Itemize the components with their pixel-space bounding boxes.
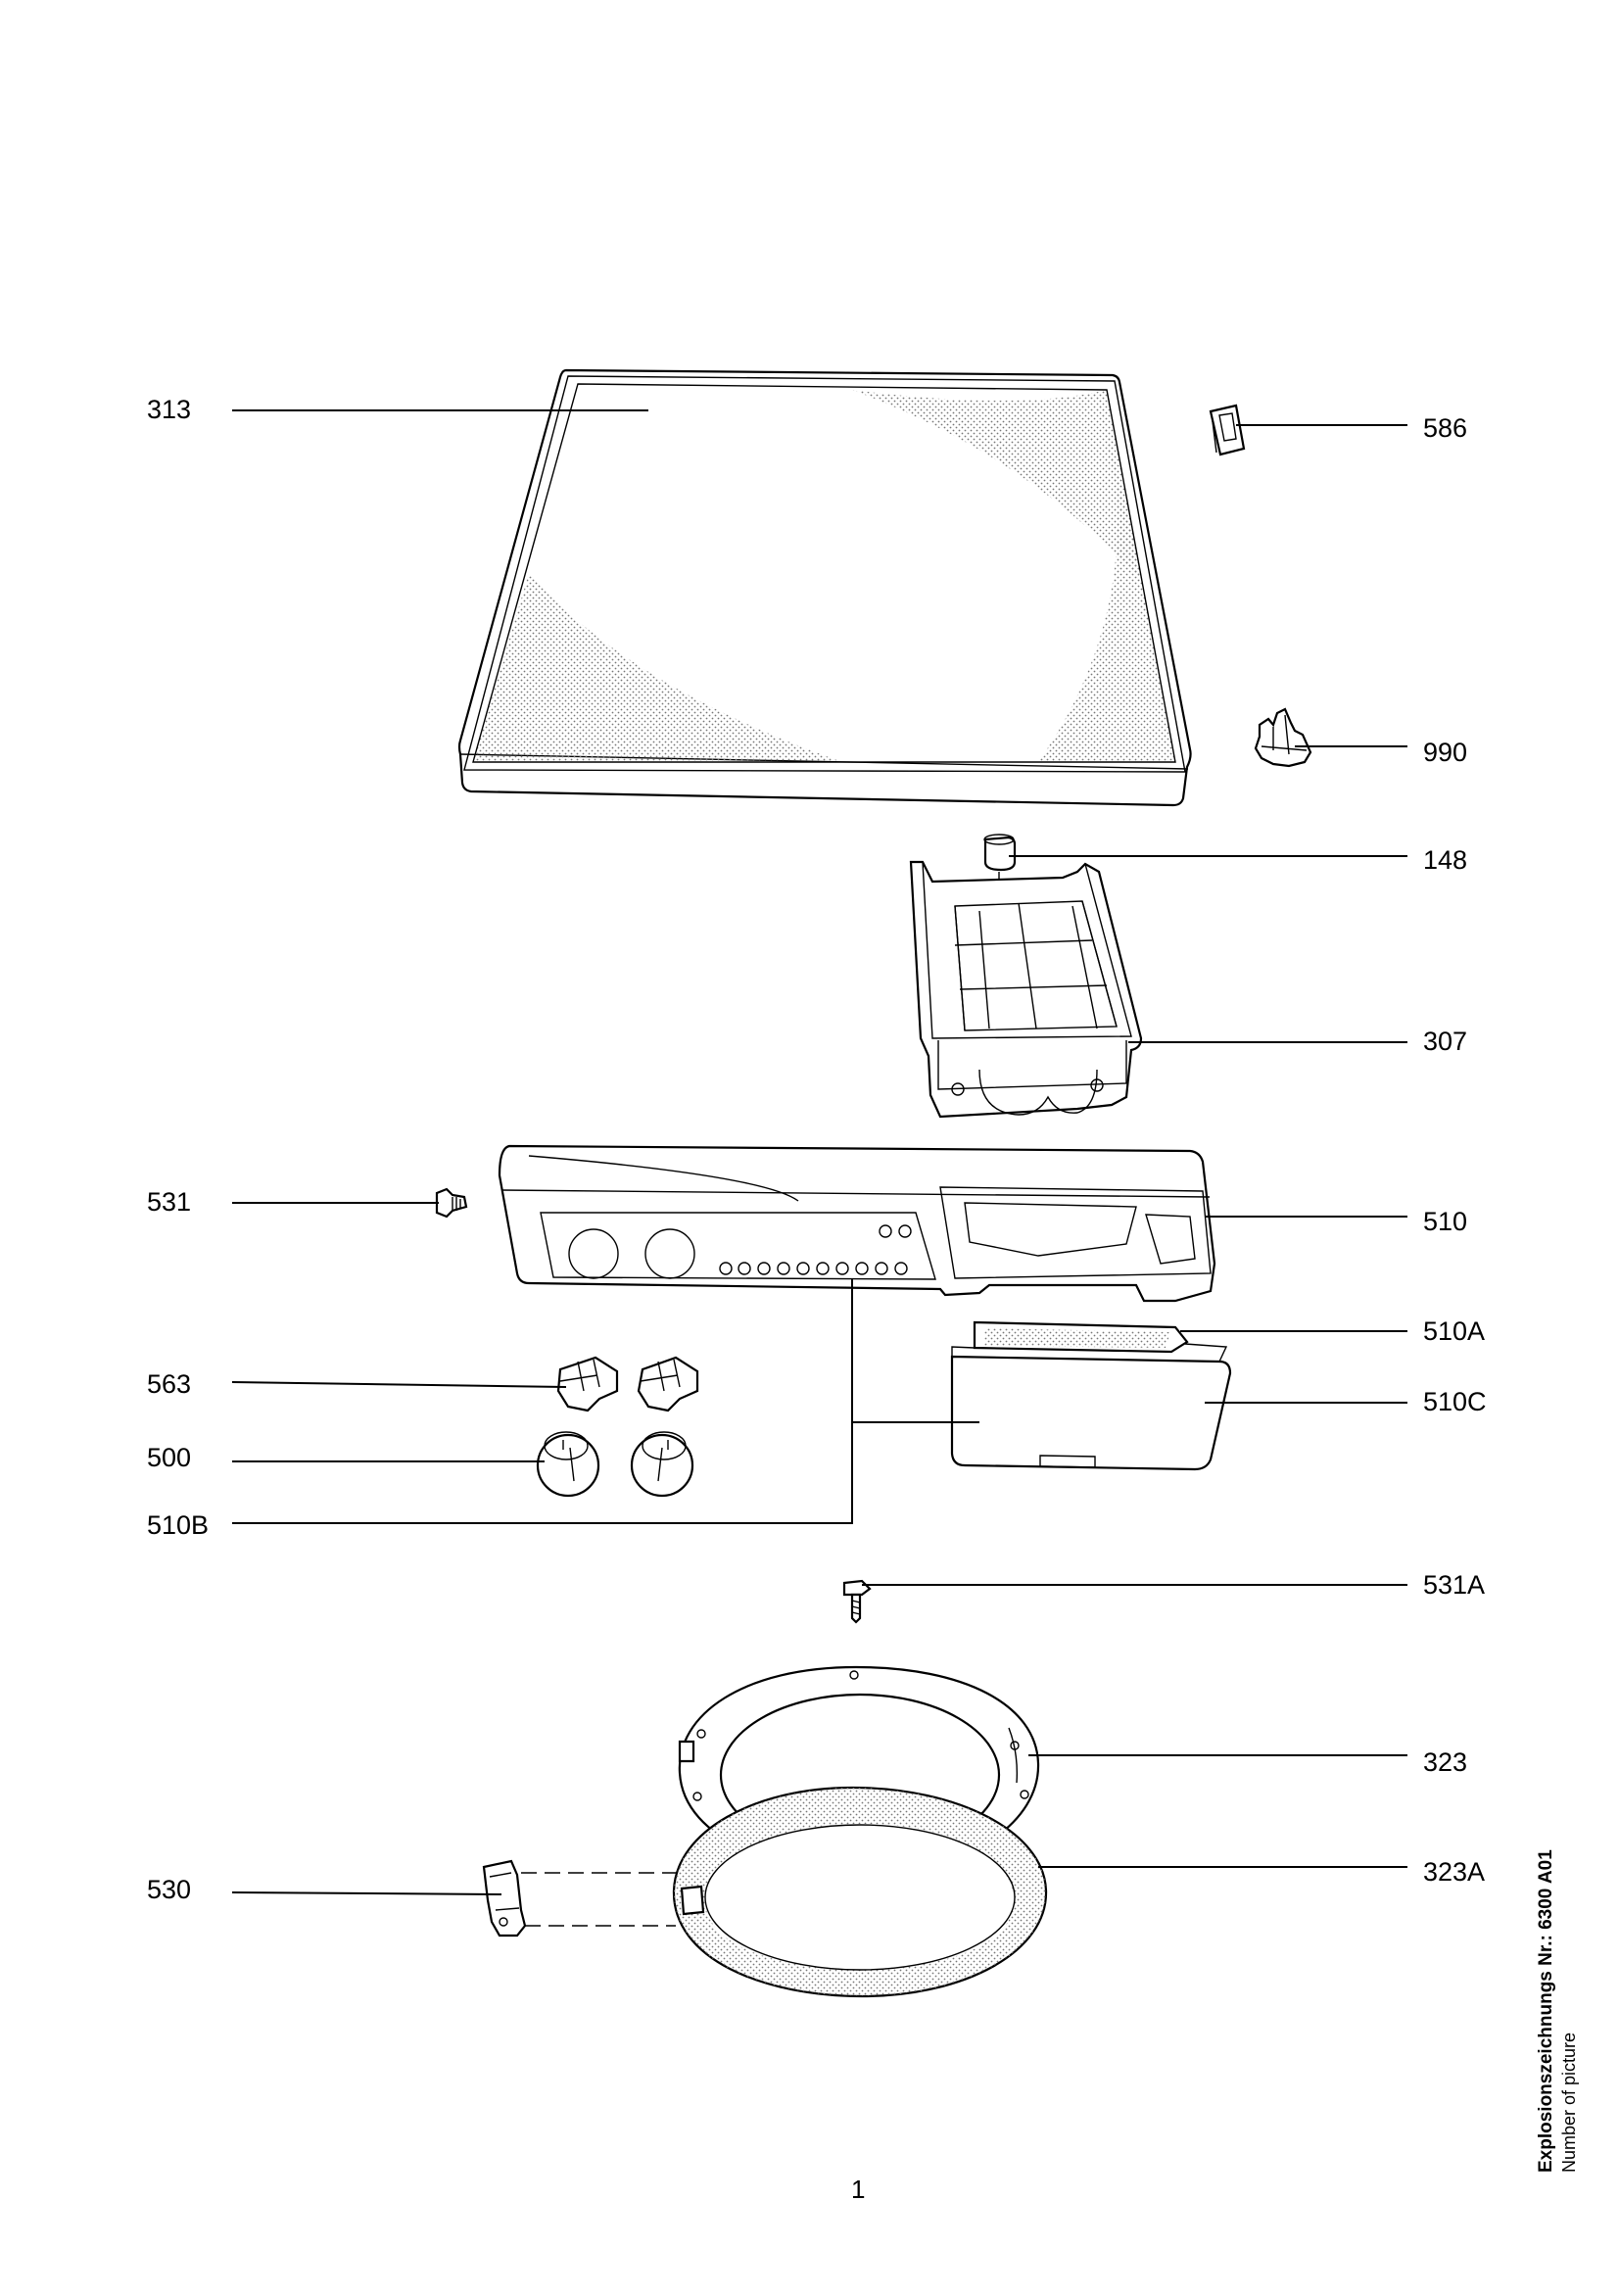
callout-990: 990 xyxy=(1423,738,1468,767)
callout-586: 586 xyxy=(1423,413,1468,443)
callout-323A: 323A xyxy=(1423,1857,1486,1887)
page-number: 1 xyxy=(851,2175,866,2204)
part-500-knobs xyxy=(536,1431,694,1498)
part-148-cap xyxy=(983,834,1017,901)
callout-531A: 531A xyxy=(1423,1570,1486,1600)
drawing-number-block: Explosionszeichnungs Nr.: 6300 A01 Numbe… xyxy=(1536,1781,1585,2173)
callout-307: 307 xyxy=(1423,1027,1468,1056)
callout-313: 313 xyxy=(147,395,192,424)
part-990-bracket xyxy=(1254,707,1312,768)
part-313-lid xyxy=(457,368,1192,807)
callout-510A: 510A xyxy=(1423,1316,1486,1346)
callout-563: 563 xyxy=(147,1369,192,1399)
drawing-number: Explosionszeichnungs Nr.: 6300 A01 xyxy=(1536,1849,1556,2173)
part-530-latch xyxy=(482,1859,676,1937)
part-531-screw xyxy=(435,1187,468,1219)
part-563-switches xyxy=(556,1356,699,1412)
part-531A-screw xyxy=(842,1579,872,1624)
part-586-clip xyxy=(1209,404,1246,456)
callout-530: 530 xyxy=(147,1875,192,1904)
drawing-number-caption: Number of picture xyxy=(1559,2032,1579,2173)
callout-500: 500 xyxy=(147,1443,192,1472)
callout-510B: 510B xyxy=(147,1510,210,1540)
callout-323: 323 xyxy=(1423,1747,1468,1777)
callout-510C: 510C xyxy=(1423,1387,1487,1416)
part-323A-ring xyxy=(672,1786,1048,1998)
part-510-control-panel xyxy=(498,1144,1216,1303)
leader-lines xyxy=(231,409,1407,1895)
callout-510: 510 xyxy=(1423,1207,1468,1236)
part-510A-510C-drawer-front xyxy=(950,1320,1232,1471)
callout-148: 148 xyxy=(1423,845,1468,875)
callout-531: 531 xyxy=(147,1187,192,1217)
part-307-detergent-drawer xyxy=(909,860,1143,1119)
